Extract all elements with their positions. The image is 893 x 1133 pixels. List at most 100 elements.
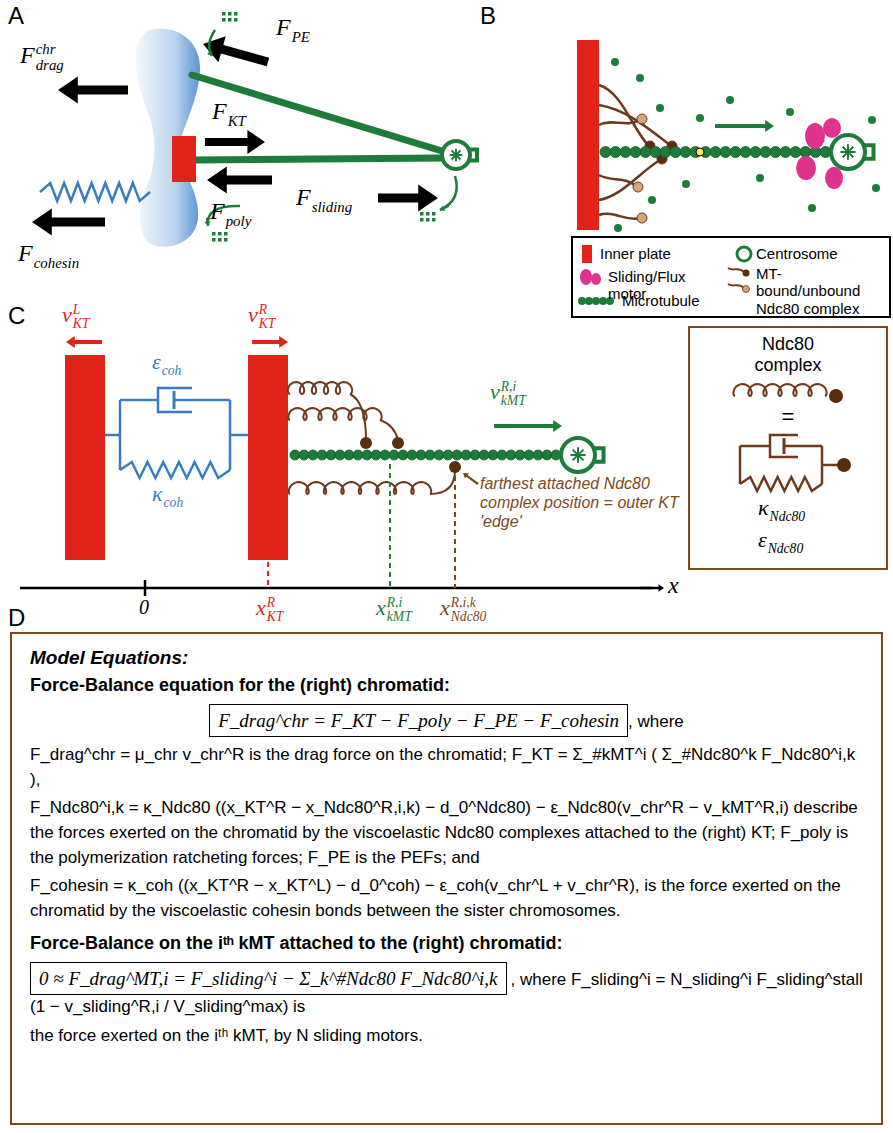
symbol-base: v — [248, 302, 258, 327]
script-stack: coh — [162, 364, 182, 378]
tubulin-bead — [479, 450, 489, 460]
math-symbol: FKT — [212, 98, 246, 129]
math-symbol: xR,ikMT — [376, 596, 412, 625]
ndc80-complex — [599, 120, 640, 125]
tubulin-bead — [680, 147, 691, 158]
subscript: cohesin — [34, 256, 79, 272]
tubulin-bead — [790, 147, 801, 158]
tubulin-bead — [335, 450, 345, 460]
line — [119, 400, 122, 470]
ndc80-complex — [599, 105, 670, 145]
symbol-base: x — [376, 595, 386, 620]
tubulin-debris — [432, 212, 436, 216]
line — [144, 580, 147, 596]
chromatid — [136, 29, 200, 247]
tubulin-dimer — [808, 204, 816, 212]
tubulin-bead — [488, 450, 498, 460]
panel-letter: B — [480, 4, 496, 28]
flux-arrow — [440, 176, 457, 210]
tubulin-dimer — [756, 174, 764, 182]
subscript: Ndc80 — [770, 510, 806, 524]
math-symbol: xR,i,kNdc80 — [440, 596, 486, 625]
panel-letter: C — [8, 304, 25, 328]
symbol-base: x — [256, 595, 266, 620]
centrosome — [831, 135, 865, 169]
math-symbol: vLKT — [62, 303, 89, 332]
arrow — [204, 218, 210, 227]
legend-sample — [737, 247, 751, 261]
tubulin-bead — [620, 147, 631, 158]
ndc80-head — [829, 389, 843, 403]
tubulin-dimer — [868, 116, 876, 124]
tubulin-bead — [290, 450, 300, 460]
equation-text: F_cohesin = κ_coh ((x_KT^R − x_KT^L) − d… — [30, 874, 863, 923]
ndc80-complex — [599, 85, 648, 145]
arrow — [740, 120, 774, 132]
tubulin-bead — [434, 450, 444, 460]
ndc80-complex — [599, 175, 636, 186]
line — [739, 446, 742, 484]
tubulin-bead — [533, 450, 543, 460]
script-stack: poly — [226, 214, 252, 230]
coil-spring — [288, 382, 352, 394]
inner-plate — [577, 40, 599, 230]
tubulin-debris — [426, 218, 430, 222]
subscript: KT — [267, 610, 284, 624]
tubulin-debris — [222, 18, 226, 22]
superscript: R,i — [501, 380, 526, 394]
section-heading: Force-Balance equation for the (right) c… — [30, 672, 863, 698]
arrow — [32, 209, 105, 236]
arrow — [207, 51, 212, 56]
script-stack: R,ikMT — [387, 596, 412, 625]
tubulin-debris — [234, 12, 238, 16]
tubulin-debris — [222, 12, 226, 16]
microtubule — [196, 158, 442, 160]
tubulin-bead — [800, 147, 811, 158]
subscript: kMT — [501, 394, 526, 408]
kinetochore-plate — [172, 136, 196, 182]
tubulin-debris — [224, 232, 228, 236]
legend-sample — [743, 286, 750, 293]
spring — [120, 462, 230, 478]
tubulin-bead — [740, 147, 751, 158]
line — [267, 562, 269, 588]
legend-text: Inner plate — [600, 245, 720, 262]
equation-text: F_Ndc80^i,k = κ_Ndc80 ((x_KT^R − x_Ndc80… — [30, 796, 863, 870]
math-symbol: κNdc80 — [758, 496, 805, 524]
legend-text: Centrosome — [756, 245, 876, 262]
line — [784, 445, 822, 448]
tubulin-bead — [326, 450, 336, 460]
script-stack: RKT — [267, 596, 284, 625]
line — [174, 399, 230, 402]
legend-text: MT-bound/unbound Ndc80 complex — [756, 265, 886, 317]
sliding-motor — [805, 123, 825, 149]
symbol-base: F — [20, 42, 35, 68]
superscript: R,i — [387, 596, 412, 610]
tubulin-bead — [317, 450, 327, 460]
math-symbol: xRKT — [256, 596, 283, 625]
tubulin-bead — [371, 450, 381, 460]
math-symbol: εNdc80 — [758, 528, 803, 556]
tubulin-bead — [497, 450, 507, 460]
symbol-base: κ — [758, 495, 769, 520]
tubulin-bead — [670, 147, 681, 158]
symbol-base: F — [210, 198, 225, 224]
symbol-base: F — [296, 184, 311, 210]
box-title: Ndc80 complex — [738, 334, 838, 375]
math-symbol: vR,ikMT — [490, 380, 526, 409]
tubulin-dimer — [872, 184, 880, 192]
tubulin-bead — [353, 450, 363, 460]
script-stack: R,i,kNdc80 — [451, 596, 487, 625]
inner-plate — [65, 355, 105, 560]
centrosome — [561, 438, 595, 472]
symbol-base: F — [212, 98, 227, 124]
arrow — [520, 420, 562, 432]
script-stack: chrdrag — [36, 42, 64, 73]
math-symbol: Fsliding — [296, 184, 352, 215]
tubulin-dimer — [611, 58, 619, 66]
line — [452, 151, 461, 160]
equation-row: F_drag^chr = F_KT − F_poly − F_PE − F_co… — [30, 704, 863, 738]
tubulin-dimer — [786, 108, 794, 116]
spring — [740, 477, 822, 491]
panel-heading: Model Equations: — [30, 644, 863, 672]
